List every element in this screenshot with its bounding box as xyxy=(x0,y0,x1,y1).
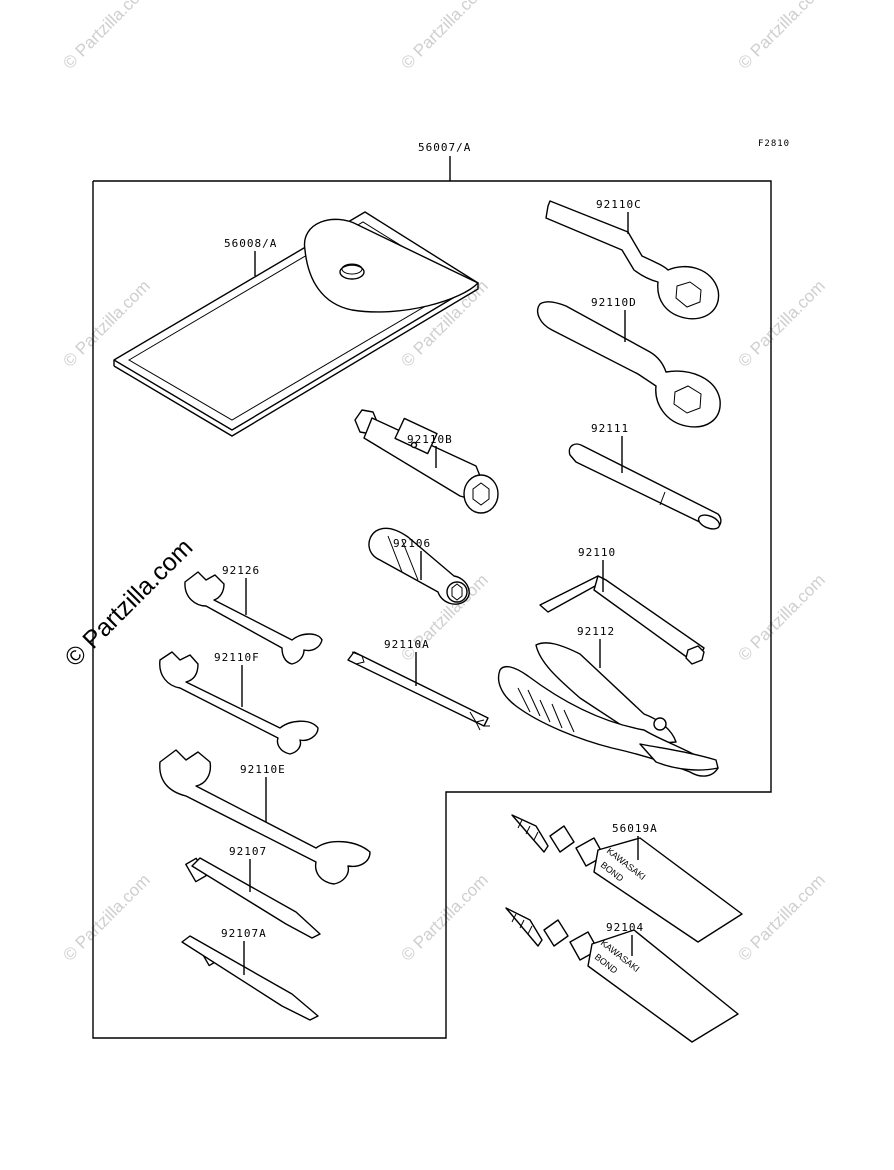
watermark: © Partzilla.com xyxy=(59,0,153,73)
figure-code: F2810 xyxy=(758,139,790,149)
watermark: © Partzilla.com xyxy=(397,0,491,73)
label-92107A: 92107A xyxy=(221,927,267,940)
label-92110C: 92110C xyxy=(596,198,642,211)
label-92107: 92107 xyxy=(229,845,267,858)
label-92106: 92106 xyxy=(393,537,431,550)
screwdriver-92107A xyxy=(181,935,319,1021)
watermark: © Partzilla.com xyxy=(734,0,828,73)
bond-tube-92104: KAWASAKI BOND xyxy=(505,907,739,1043)
label-56007A: 56007/A xyxy=(418,141,471,154)
label-56019A: 56019A xyxy=(612,822,658,835)
bond-tube-56019A: KAWASAKI BOND xyxy=(511,814,743,943)
watermark: © Partzilla.com xyxy=(59,870,153,964)
label-92111: 92111 xyxy=(591,422,629,435)
open-wrench-92126 xyxy=(184,571,323,665)
open-wrench-92110F xyxy=(159,651,319,755)
label-92110B: 92110B xyxy=(407,433,453,446)
watermark: © Partzilla.com xyxy=(397,870,491,964)
ring-wrench-92110C xyxy=(545,200,720,320)
socket-92106 xyxy=(368,527,470,605)
watermark: © Partzilla.com xyxy=(734,870,828,964)
open-wrench-92110E xyxy=(159,749,371,885)
label-92104: 92104 xyxy=(606,921,644,934)
watermark-main: © Partzilla.com xyxy=(59,533,198,672)
pliers-92112 xyxy=(497,642,719,777)
label-56008A: 56008/A xyxy=(224,237,277,250)
extension-bar-92111 xyxy=(568,443,722,530)
spoke-wrench-92110A xyxy=(347,651,490,731)
watermark: © Partzilla.com xyxy=(734,276,828,370)
screwdriver-92107 xyxy=(185,857,321,939)
label-92110D: 92110D xyxy=(591,296,637,309)
label-92110A: 92110A xyxy=(384,638,430,651)
watermark: © Partzilla.com xyxy=(734,570,828,664)
label-92110E: 92110E xyxy=(240,763,286,776)
plug-wrench-92110B xyxy=(354,409,499,514)
label-92110F: 92110F xyxy=(214,651,260,664)
ring-wrench-92110D xyxy=(536,301,721,428)
label-92112: 92112 xyxy=(577,625,615,638)
hex-key-92110 xyxy=(539,575,705,665)
kit-frame xyxy=(92,180,772,1039)
tool-pouch xyxy=(113,211,479,437)
label-92126: 92126 xyxy=(222,564,260,577)
label-92110: 92110 xyxy=(578,546,616,559)
